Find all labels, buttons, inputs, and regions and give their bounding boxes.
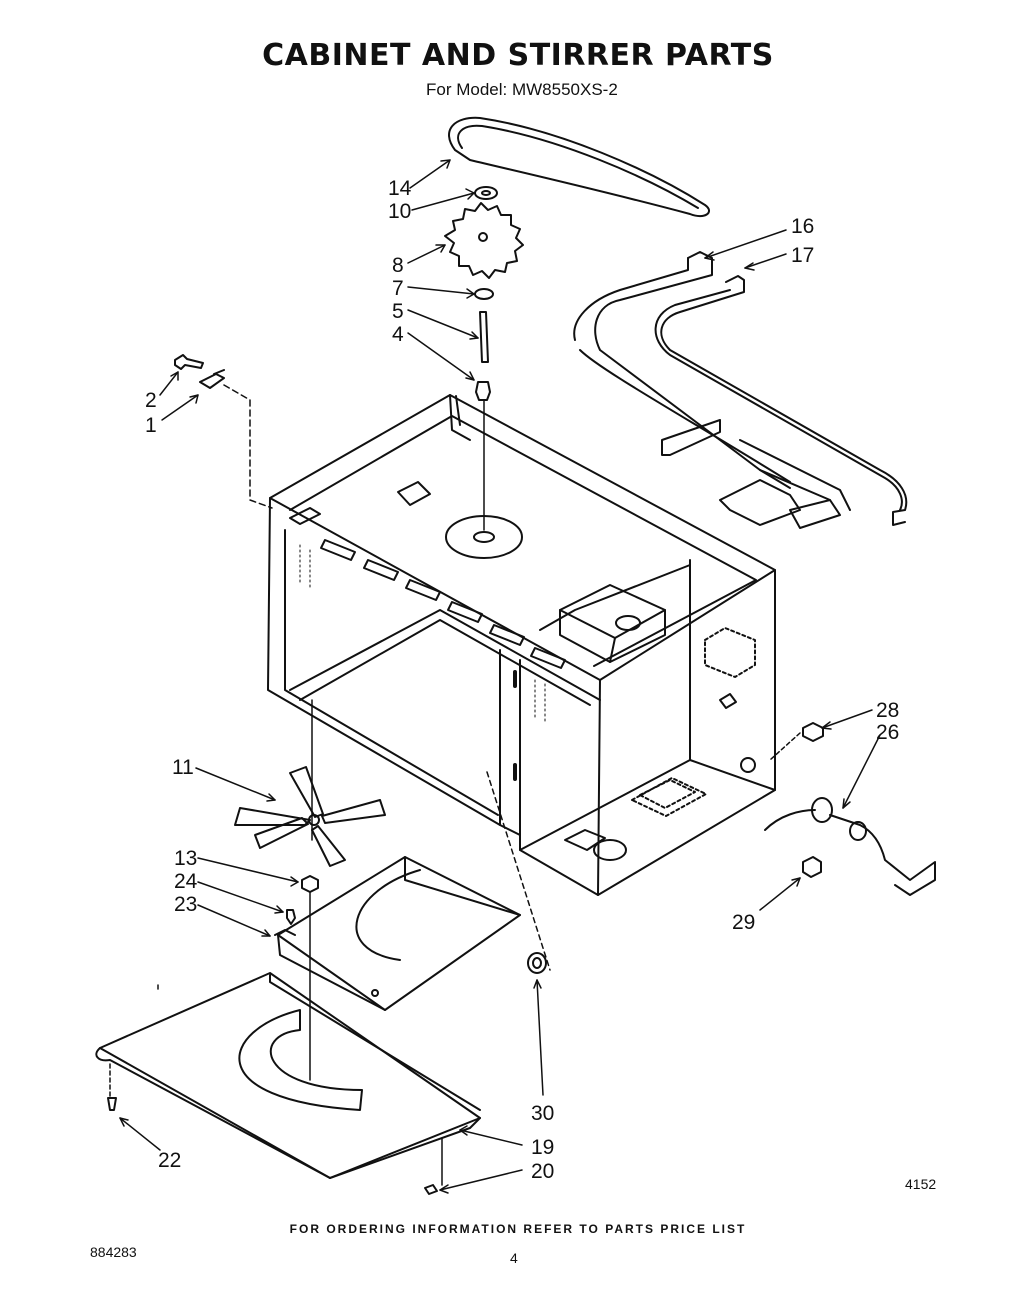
parts-13-23-24-hardware [275, 876, 318, 1080]
part-14-belt [449, 118, 709, 216]
callout-24: 24 [174, 870, 198, 893]
bottom-cover-upper [278, 857, 520, 1010]
callout-22: 22 [158, 1149, 182, 1172]
callout-2: 2 [145, 389, 157, 412]
parts-26-28-29-cord [765, 723, 935, 895]
callout-5: 5 [392, 300, 404, 323]
callout-19: 19 [531, 1136, 555, 1159]
callout-1: 1 [145, 414, 157, 437]
callout-14: 14 [388, 177, 412, 200]
drawing-number: 4152 [905, 1176, 937, 1192]
callout-26: 26 [876, 721, 900, 744]
ordering-footer-note: FOR ORDERING INFORMATION REFER TO PARTS … [289, 1222, 747, 1236]
callout-13: 13 [174, 847, 198, 870]
callout-10: 10 [388, 200, 412, 223]
callout-8: 8 [392, 254, 404, 277]
parts-19-20-22-30 [108, 772, 550, 1194]
callout-7: 7 [392, 277, 404, 300]
callout-leaders [120, 160, 880, 1193]
document-number: 884283 [90, 1244, 137, 1260]
callout-30: 30 [531, 1102, 555, 1125]
parts-1-2-fasteners [175, 355, 272, 508]
model-subtitle: For Model: MW8550XS-2 [426, 80, 618, 99]
callout-11: 11 [172, 756, 194, 779]
callout-23: 23 [174, 893, 198, 916]
page-number: 4 [510, 1250, 518, 1266]
stirrer-drive-parts [445, 187, 523, 530]
callout-28: 28 [876, 699, 900, 722]
callout-4: 4 [392, 323, 404, 346]
callout-29: 29 [732, 911, 756, 934]
callout-20: 20 [531, 1160, 555, 1183]
base-plate-lower [96, 973, 480, 1178]
parts-16-17-gaskets [574, 252, 906, 528]
callout-16: 16 [791, 215, 815, 238]
part-11-stirrer-blade [235, 700, 385, 866]
callout-17: 17 [791, 244, 815, 267]
cabinet-frame [268, 395, 775, 895]
page-title: CABINET AND STIRRER PARTS [262, 38, 774, 73]
